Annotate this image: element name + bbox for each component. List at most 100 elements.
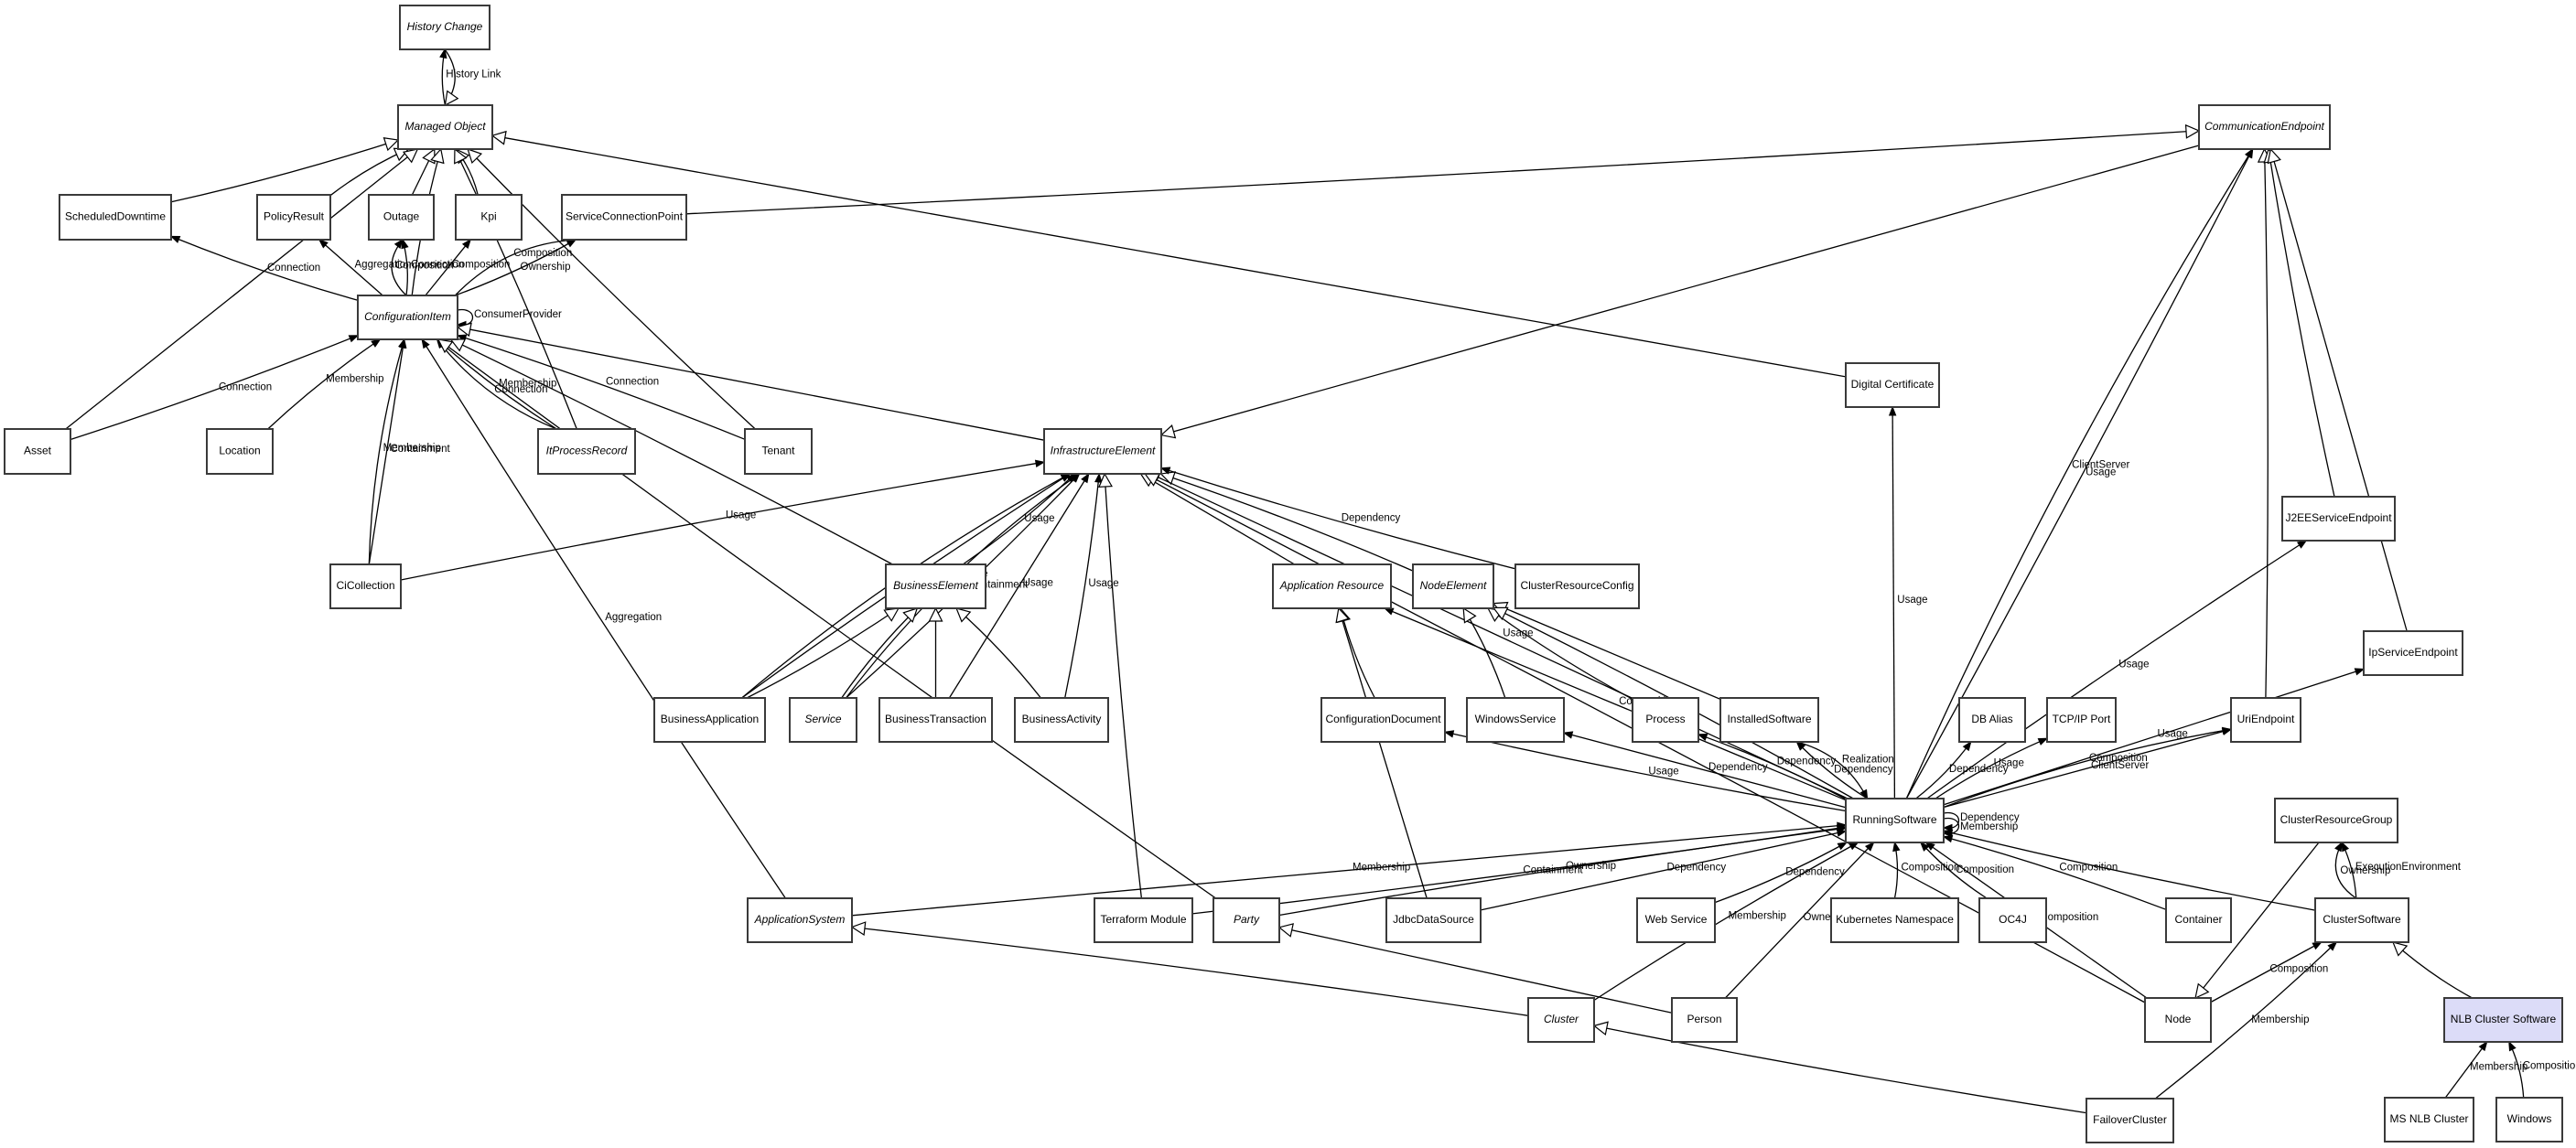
- class-node-business-activity[interactable]: BusinessActivity: [1014, 697, 1109, 743]
- class-box[interactable]: [885, 563, 986, 609]
- class-node-node-element[interactable]: NodeElement: [1412, 563, 1494, 609]
- class-box[interactable]: [2281, 496, 2396, 542]
- class-node-it-process-record[interactable]: ItProcessRecord: [537, 428, 636, 475]
- class-box[interactable]: [329, 563, 402, 609]
- class-node-jdbc-data-source[interactable]: JdbcDataSource: [1385, 897, 1482, 943]
- class-box[interactable]: [1845, 798, 1945, 843]
- class-box[interactable]: [1094, 897, 1193, 943]
- class-box[interactable]: [1830, 897, 1959, 943]
- class-box[interactable]: [2314, 897, 2409, 943]
- class-node-configuration-document[interactable]: ConfigurationDocument: [1320, 697, 1446, 743]
- class-node-business-element[interactable]: BusinessElement: [885, 563, 986, 609]
- class-box[interactable]: [1527, 997, 1595, 1043]
- class-node-ip-service-endpoint[interactable]: IpServiceEndpoint: [2363, 630, 2463, 676]
- class-box[interactable]: [256, 194, 331, 241]
- class-node-outage[interactable]: Outage: [368, 194, 435, 241]
- class-node-configuration-item[interactable]: ConfigurationItem: [357, 295, 458, 340]
- class-node-application-system[interactable]: ApplicationSystem: [747, 897, 853, 943]
- class-node-installed-software[interactable]: InstalledSoftware: [1719, 697, 1819, 743]
- class-box[interactable]: [2443, 997, 2563, 1043]
- class-node-web-service[interactable]: Web Service: [1636, 897, 1716, 943]
- class-node-j2ee-service-endpoint[interactable]: J2EEServiceEndpoint: [2281, 496, 2396, 542]
- class-box[interactable]: [561, 194, 687, 241]
- class-node-service-connection-point[interactable]: ServiceConnectionPoint: [561, 194, 687, 241]
- class-box[interactable]: [2198, 104, 2331, 150]
- class-box[interactable]: [2144, 997, 2212, 1043]
- class-node-windows[interactable]: Windows: [2495, 1097, 2563, 1143]
- class-box[interactable]: [1719, 697, 1819, 743]
- class-box[interactable]: [2363, 630, 2463, 676]
- class-box[interactable]: [1412, 563, 1494, 609]
- class-box[interactable]: [399, 5, 490, 50]
- class-node-application-resource[interactable]: Application Resource: [1272, 563, 1392, 609]
- class-node-business-application[interactable]: BusinessApplication: [653, 697, 766, 743]
- class-node-policy-result[interactable]: PolicyResult: [256, 194, 331, 241]
- class-box[interactable]: [206, 428, 274, 475]
- class-node-kpi[interactable]: Kpi: [455, 194, 523, 241]
- class-box[interactable]: [1213, 897, 1280, 943]
- class-node-cluster-resource-config[interactable]: ClusterResourceConfig: [1514, 563, 1640, 609]
- class-node-node[interactable]: Node: [2144, 997, 2212, 1043]
- class-box[interactable]: [2384, 1097, 2474, 1143]
- class-box[interactable]: [2086, 1098, 2174, 1143]
- class-box[interactable]: [1978, 897, 2047, 943]
- class-node-running-software[interactable]: RunningSoftware: [1845, 798, 1945, 843]
- class-box[interactable]: [368, 194, 435, 241]
- class-node-digital-certificate[interactable]: Digital Certificate: [1845, 362, 1940, 408]
- class-box[interactable]: [1272, 563, 1392, 609]
- class-box[interactable]: [2495, 1097, 2563, 1143]
- class-box[interactable]: [747, 897, 853, 943]
- class-node-business-transaction[interactable]: BusinessTransaction: [878, 697, 993, 743]
- class-box[interactable]: [1385, 897, 1482, 943]
- class-node-party[interactable]: Party: [1213, 897, 1280, 943]
- class-box[interactable]: [1466, 697, 1565, 743]
- class-node-location[interactable]: Location: [206, 428, 274, 475]
- class-node-nlb-cluster-software[interactable]: NLB Cluster Software: [2443, 997, 2563, 1043]
- class-node-tenant[interactable]: Tenant: [744, 428, 813, 475]
- class-box[interactable]: [878, 697, 993, 743]
- class-box[interactable]: [1043, 428, 1162, 475]
- class-node-ci-collection[interactable]: CiCollection: [329, 563, 402, 609]
- class-node-infrastructure-element[interactable]: InfrastructureElement: [1043, 428, 1162, 475]
- class-box[interactable]: [1320, 697, 1446, 743]
- class-node-cluster[interactable]: Cluster: [1527, 997, 1595, 1043]
- class-box[interactable]: [744, 428, 813, 475]
- class-node-asset[interactable]: Asset: [4, 428, 71, 475]
- class-node-person[interactable]: Person: [1671, 997, 1738, 1043]
- class-box[interactable]: [455, 194, 523, 241]
- class-node-oc4j[interactable]: OC4J: [1978, 897, 2047, 943]
- class-box[interactable]: [789, 697, 857, 743]
- class-box[interactable]: [1671, 997, 1738, 1043]
- class-box[interactable]: [537, 428, 636, 475]
- class-box[interactable]: [397, 104, 493, 150]
- class-box[interactable]: [2274, 798, 2398, 843]
- class-node-ms-nlb-cluster[interactable]: MS NLB Cluster: [2384, 1097, 2474, 1143]
- class-node-kubernetes-namespace[interactable]: Kubernetes Namespace: [1830, 897, 1959, 943]
- class-box[interactable]: [2046, 697, 2117, 743]
- class-box[interactable]: [2230, 697, 2301, 743]
- class-box[interactable]: [1845, 362, 1940, 408]
- class-node-scheduled-downtime[interactable]: ScheduledDowntime: [59, 194, 172, 241]
- class-node-cluster-resource-group[interactable]: ClusterResourceGroup: [2274, 798, 2398, 843]
- class-node-container[interactable]: Container: [2165, 897, 2232, 943]
- class-node-communication-endpoint[interactable]: CommunicationEndpoint: [2198, 104, 2331, 150]
- class-node-service[interactable]: Service: [789, 697, 857, 743]
- class-box[interactable]: [1632, 697, 1699, 743]
- class-box[interactable]: [1636, 897, 1716, 943]
- class-box[interactable]: [59, 194, 172, 241]
- class-node-managed-object[interactable]: Managed Object: [397, 104, 493, 150]
- class-box[interactable]: [2165, 897, 2232, 943]
- class-box[interactable]: [357, 295, 458, 340]
- class-box[interactable]: [653, 697, 766, 743]
- class-node-db-alias[interactable]: DB Alias: [1958, 697, 2026, 743]
- class-box[interactable]: [1514, 563, 1640, 609]
- class-box[interactable]: [4, 428, 71, 475]
- class-node-cluster-software[interactable]: ClusterSoftware: [2314, 897, 2409, 943]
- class-node-windows-service[interactable]: WindowsService: [1466, 697, 1565, 743]
- class-box[interactable]: [1958, 697, 2026, 743]
- class-node-history-change[interactable]: History Change: [399, 5, 490, 50]
- class-node-process[interactable]: Process: [1632, 697, 1699, 743]
- class-node-uri-endpoint[interactable]: UriEndpoint: [2230, 697, 2301, 743]
- class-node-tcpip-port[interactable]: TCP/IP Port: [2046, 697, 2117, 743]
- class-node-failover-cluster[interactable]: FailoverCluster: [2086, 1098, 2174, 1143]
